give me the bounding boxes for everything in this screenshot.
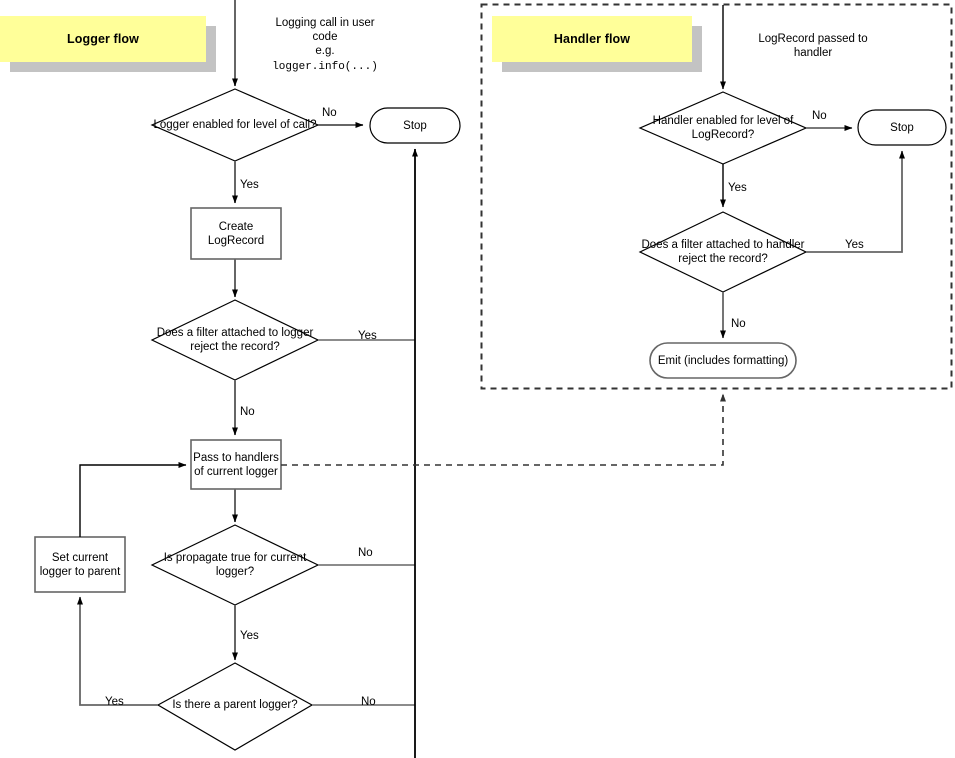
edge-label-handler-enabled-no: No: [812, 110, 827, 122]
edge-label-logger-filter-no: No: [240, 406, 255, 418]
node-label-handler-enabled: Handler enabled for level of LogRecord?: [652, 115, 794, 141]
edge-set-parent-to-pass: [79, 462, 187, 537]
banner-logger-label: Logger flow: [67, 32, 139, 46]
edge-label-logger-filter-yes: Yes: [358, 330, 377, 342]
edge-label-is-propagate-yes: Yes: [240, 630, 259, 642]
node-emit: [649, 342, 797, 379]
node-label-logger-filter: Does a filter attached to logger reject …: [156, 327, 314, 353]
node-label-logger-stop: Stop: [403, 119, 427, 132]
node-label-handler-stop: Stop: [890, 121, 914, 134]
edge-pass-to-handler-flow: [281, 393, 726, 466]
node-set-parent: [34, 536, 126, 593]
banner-plate: Handler flow: [492, 16, 692, 62]
edge-label-logger-enabled-no: No: [322, 107, 337, 119]
node-label-pass-to-handlers: Pass to handlers of current logger: [193, 451, 279, 478]
node-label-handler-filter: Does a filter attached to handler reject…: [641, 239, 805, 265]
node-label-set-parent: Set current logger to parent: [39, 551, 121, 578]
edge-handler-filter-yes: [806, 150, 905, 253]
edge-label-is-propagate-no: No: [358, 547, 373, 559]
edge-has-parent-yes: [77, 596, 158, 706]
node-label-create-logrecord: Create LogRecord: [207, 220, 265, 247]
banner-plate: Logger flow: [0, 16, 206, 62]
node-logger-stop: [369, 107, 461, 144]
node-handler-stop: [857, 109, 947, 146]
edge-label-handler-filter-no: No: [731, 318, 746, 330]
handler-flow-container: [480, 3, 953, 390]
banner-handler-label: Handler flow: [553, 32, 631, 46]
node-label-has-parent: Is there a parent logger?: [172, 699, 298, 711]
edge-label-handler-enabled-yes: Yes: [728, 182, 747, 194]
node-label-logger-enabled: Logger enabled for level of call?: [153, 119, 317, 131]
edge-label-has-parent-yes: Yes: [105, 696, 124, 708]
node-has-parent: [156, 662, 314, 751]
node-label-emit: Emit (includes formatting): [657, 354, 789, 367]
edge-label-logger-enabled-yes: Yes: [240, 179, 259, 191]
node-label-is-propagate: Is propagate true for current logger?: [163, 552, 307, 578]
edge-label-handler-filter-yes: Yes: [845, 239, 864, 251]
edge-label-has-parent-no: No: [361, 696, 376, 708]
